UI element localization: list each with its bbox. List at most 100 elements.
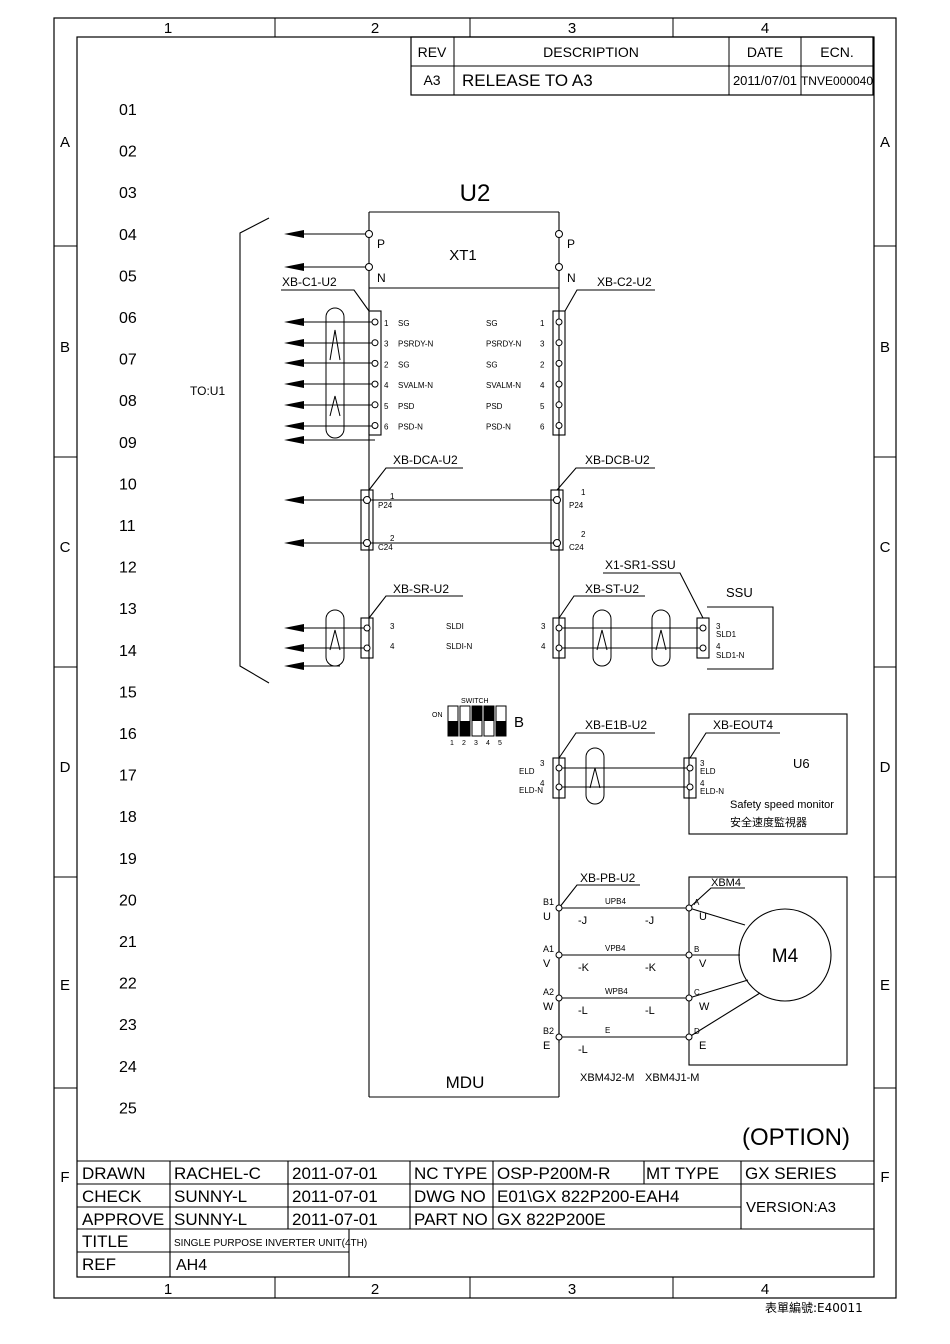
- svg-text:SLDI: SLDI: [446, 622, 464, 631]
- row-label: D: [880, 759, 891, 776]
- line-number: 24: [119, 1059, 137, 1076]
- terminal: [371, 422, 379, 429]
- arrow-head: [284, 624, 304, 632]
- svg-text:1: 1: [450, 740, 454, 747]
- rev-value: A3: [423, 72, 440, 88]
- xb-c2-label: XB-C2-U2: [597, 275, 652, 289]
- svg-text:4: 4: [390, 642, 395, 651]
- row-label: F: [880, 1169, 889, 1186]
- u6-description: Safety speed monitor: [730, 799, 834, 811]
- svg-text:2: 2: [581, 530, 586, 539]
- svg-text:B2: B2: [543, 1026, 554, 1036]
- col-label: 2: [371, 1281, 379, 1298]
- n-label: N: [567, 271, 576, 285]
- svg-text:1: 1: [384, 319, 389, 328]
- svg-text:E01\GX 822P200-EAH4: E01\GX 822P200-EAH4: [497, 1187, 679, 1206]
- terminal: [685, 951, 693, 959]
- svg-text:A1: A1: [543, 944, 554, 954]
- terminal: [365, 230, 373, 238]
- rev-header: REV: [418, 44, 447, 60]
- svg-text:P24: P24: [378, 501, 393, 510]
- svg-text:-L: -L: [578, 1044, 588, 1056]
- line-number: 06: [119, 310, 137, 327]
- xb-pb-label: XB-PB-U2: [580, 871, 636, 885]
- arrow-head: [284, 401, 304, 409]
- option-label: (OPTION): [742, 1124, 850, 1151]
- terminal: [371, 318, 379, 326]
- arrow-head: [284, 644, 304, 652]
- line-number: 22: [119, 976, 137, 993]
- svg-text:SVALM-N: SVALM-N: [398, 381, 433, 390]
- dip-switch: [447, 705, 507, 737]
- line-number: 03: [119, 185, 137, 202]
- xb-e1b-label: XB-E1B-U2: [585, 718, 647, 732]
- svg-text:D: D: [694, 1027, 700, 1036]
- svg-text:2011-07-01: 2011-07-01: [292, 1210, 378, 1229]
- svg-text:TITLE: TITLE: [82, 1232, 128, 1251]
- svg-text:SUNNY-L: SUNNY-L: [174, 1210, 247, 1229]
- line-number: 07: [119, 352, 137, 369]
- line-number: 19: [119, 851, 137, 868]
- terminal: [555, 951, 563, 959]
- arrow-head: [284, 380, 304, 388]
- zone-ticks: [54, 18, 896, 1298]
- description-header: DESCRIPTION: [543, 44, 639, 60]
- svg-text:PSRDY-N: PSRDY-N: [486, 340, 521, 349]
- line-number: 17: [119, 768, 137, 785]
- svg-text:6: 6: [384, 423, 389, 432]
- svg-text:U: U: [543, 911, 551, 923]
- arrow-head: [284, 436, 304, 444]
- u6-label: U6: [793, 756, 810, 771]
- p-label: P: [377, 237, 385, 251]
- svg-text:CHECK: CHECK: [82, 1187, 142, 1206]
- col-label: 3: [568, 1281, 576, 1298]
- terminal: [555, 644, 563, 652]
- svg-text:5: 5: [384, 402, 389, 411]
- terminal: [685, 904, 693, 912]
- svg-text:4: 4: [716, 642, 721, 651]
- svg-text:2: 2: [384, 360, 389, 369]
- svg-text:PSRDY-N: PSRDY-N: [398, 340, 433, 349]
- line-number: 12: [119, 560, 137, 577]
- svg-text:4: 4: [541, 642, 546, 651]
- svg-text:A: A: [694, 898, 700, 907]
- svg-text:3: 3: [716, 622, 721, 631]
- line-number: 01: [119, 102, 137, 119]
- terminal: [699, 644, 707, 652]
- arrow-head: [284, 230, 304, 238]
- switch-title: SWITCH: [461, 698, 489, 705]
- svg-text:U: U: [699, 911, 707, 923]
- row-label: C: [60, 539, 71, 556]
- svg-text:SLD1: SLD1: [716, 630, 737, 639]
- svg-text:2: 2: [390, 534, 395, 543]
- svg-text:3: 3: [474, 740, 478, 747]
- svg-text:1: 1: [540, 319, 545, 328]
- svg-text:C24: C24: [569, 543, 584, 552]
- xb-c1-label: XB-C1-U2: [282, 275, 337, 289]
- twisted-pair-symbols: [325, 307, 671, 805]
- line-number: 15: [119, 684, 137, 701]
- svg-text:C24: C24: [378, 543, 393, 552]
- svg-text:-L: -L: [578, 1005, 588, 1017]
- line-number: 16: [119, 726, 137, 743]
- line-number: 23: [119, 1017, 137, 1034]
- ecn-value: TNVE000040: [801, 74, 873, 88]
- terminal: [555, 339, 563, 347]
- arrow-head: [284, 422, 304, 430]
- svg-text:ELD: ELD: [519, 767, 535, 776]
- line-number: 25: [119, 1100, 137, 1117]
- svg-text:ELD-N: ELD-N: [519, 786, 543, 795]
- terminal: [555, 359, 563, 367]
- col-label: 2: [371, 20, 379, 37]
- line-number: 04: [119, 227, 137, 244]
- line-number: 08: [119, 393, 137, 410]
- terminal: [371, 359, 379, 367]
- svg-text:-K: -K: [645, 962, 657, 974]
- terminal: [555, 783, 563, 791]
- svg-text:4: 4: [384, 381, 389, 390]
- row-label: B: [60, 339, 70, 356]
- line-number: 13: [119, 601, 137, 618]
- terminal: [555, 318, 563, 326]
- terminal: [555, 230, 563, 238]
